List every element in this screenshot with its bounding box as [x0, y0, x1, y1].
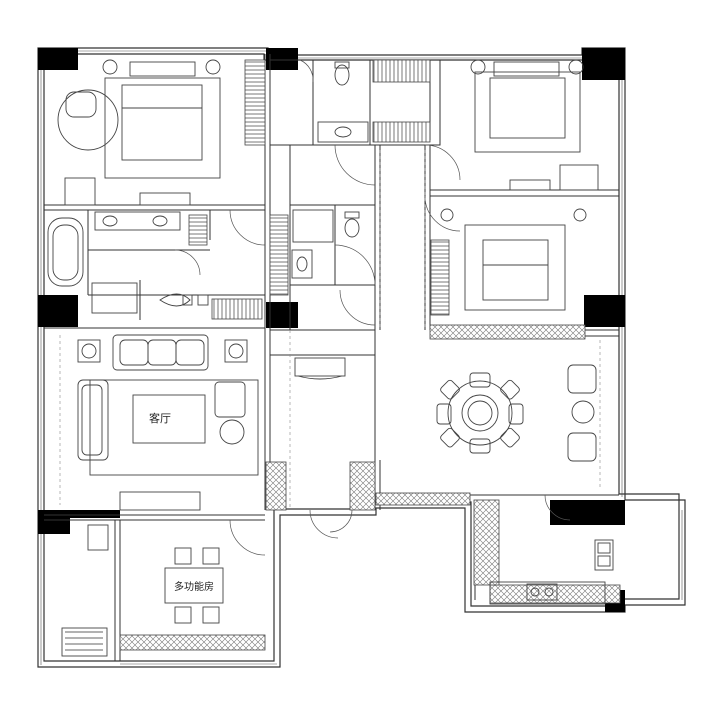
column-w2b: [70, 510, 120, 518]
lamp-icon: [102, 59, 118, 75]
wardrobe-bedroom3: [430, 239, 450, 316]
column-ne: [582, 48, 625, 80]
multi-function-room-label: 多功能房: [174, 580, 214, 593]
coffee-table: [132, 394, 206, 444]
living-room: [77, 334, 259, 511]
column-w1: [38, 295, 78, 327]
wardrobe-corridor-2: [372, 121, 431, 143]
column-e1: [584, 295, 625, 327]
foyer: [294, 357, 346, 380]
column-w2: [38, 510, 70, 534]
wardrobe-master-bath: [188, 214, 208, 246]
hatched-cabinets: [119, 324, 621, 651]
wardrobe-corridor: [372, 59, 431, 83]
bathtub-icon: [47, 217, 84, 287]
toilet-icon: [334, 64, 350, 86]
central-bathroom: [291, 61, 369, 279]
wardrobes: [188, 59, 450, 320]
wardrobe-bedroom1: [244, 59, 266, 146]
armchair: [57, 89, 119, 151]
bedroom-3: [440, 208, 587, 311]
kitchen: [489, 539, 614, 605]
wardrobe-hall: [211, 298, 263, 320]
dining-area: [436, 364, 597, 462]
vanity: [94, 211, 181, 231]
dining-table-icon: [447, 380, 513, 446]
bed-3: [464, 224, 566, 311]
multi-function-room: [61, 524, 224, 657]
column-nw: [38, 48, 78, 70]
wardrobe-bath: [269, 214, 289, 296]
living-room-label: 客厅: [149, 411, 171, 425]
outer-walls: [37, 47, 686, 668]
stove-icon: [526, 583, 558, 601]
windows: [40, 50, 683, 665]
bedroom-1: [57, 59, 221, 206]
shower: [91, 282, 138, 314]
interior-walls: [44, 54, 619, 661]
column-n1: [266, 48, 298, 70]
column-c1: [266, 302, 298, 328]
doors: [174, 59, 571, 556]
sink-icon: [594, 539, 614, 571]
column-se: [550, 500, 625, 525]
dashed-lines: [59, 150, 601, 510]
master-bathroom: [47, 211, 209, 314]
bedroom-2: [470, 59, 599, 191]
desk: [164, 567, 224, 604]
bed-1: [104, 77, 221, 179]
sofa-icon: [112, 334, 209, 371]
bed-2: [474, 71, 581, 153]
